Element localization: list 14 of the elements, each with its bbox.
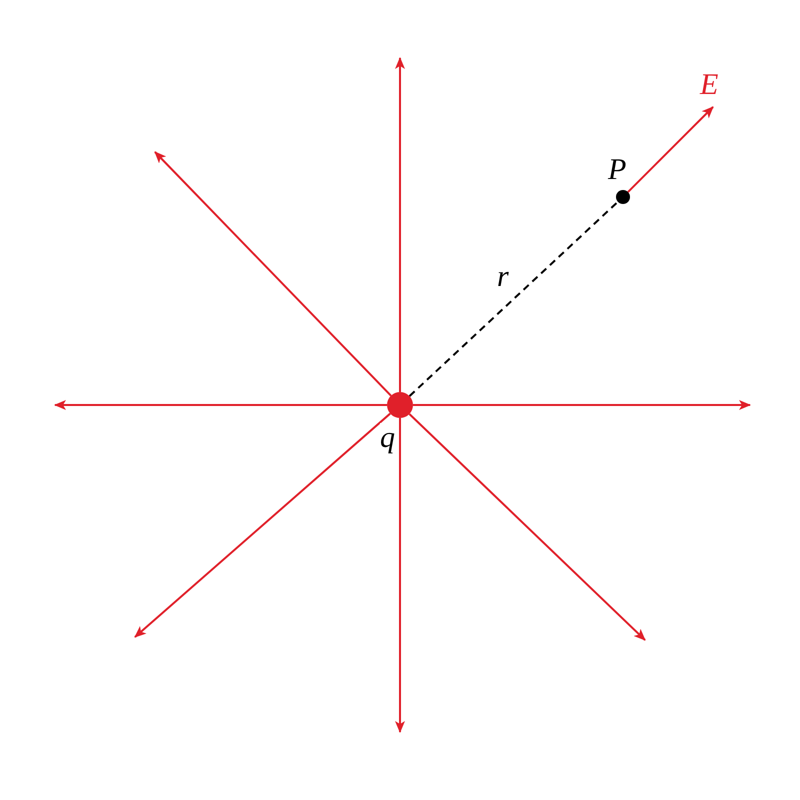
point-dot (616, 190, 630, 204)
charge-dot (387, 392, 413, 418)
field-vector-arrow (627, 106, 714, 193)
field-line-arrow (408, 413, 646, 641)
field-line-arrow (395, 418, 405, 733)
edge-label: E (700, 70, 718, 100)
dashed-line (408, 201, 619, 397)
charge-label: q (380, 423, 395, 453)
field-line-arrow (154, 151, 392, 396)
field-line-arrow (54, 400, 387, 410)
field-line-arrow (395, 57, 405, 392)
field-line-arrow (413, 400, 751, 410)
edge-label: r (497, 262, 509, 292)
field-line-arrow (134, 412, 391, 638)
